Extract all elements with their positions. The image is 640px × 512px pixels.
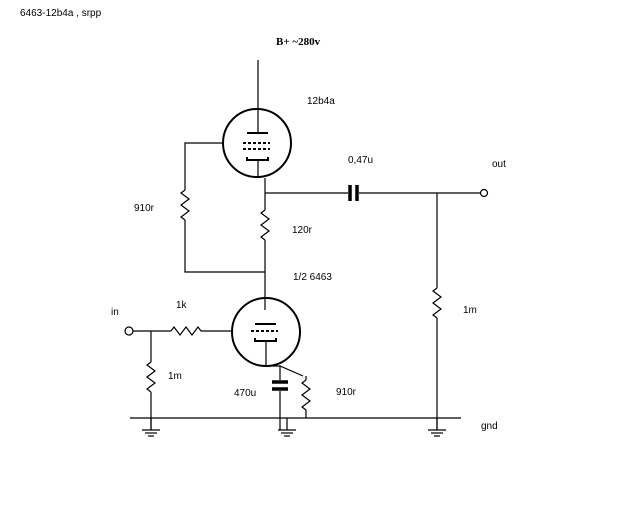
- upper-tube-cathode: [246, 157, 269, 161]
- cathode-resistor-label: 910r: [336, 387, 357, 398]
- upper-grid-wire: [184, 142, 222, 190]
- lower-tube-label: 1/2 6463: [293, 272, 332, 283]
- grid-stopper-label: 1k: [176, 300, 188, 311]
- diagram-title: 6463-12b4a , srpp: [20, 8, 102, 19]
- plate-resistor-label: 120r: [292, 225, 313, 236]
- cathode-cap-label: 470u: [234, 388, 256, 399]
- ground-symbol-output: [428, 418, 446, 437]
- lower-tube: [231, 297, 301, 367]
- cathode-node-wire: [266, 365, 304, 377]
- grid-stopper-resistor: [170, 326, 202, 336]
- plate-resistor: [260, 209, 270, 241]
- output-load-resistor: [432, 287, 442, 319]
- input-label: in: [111, 307, 119, 318]
- lower-tube-cathode: [254, 338, 277, 342]
- supply-label: B+ ~280v: [276, 36, 321, 48]
- ground-symbol-cathode: [278, 418, 296, 437]
- output-load-label: 1m: [463, 305, 477, 316]
- out-cap-label: 0,47u: [348, 155, 373, 166]
- cathode-resistor: [301, 379, 311, 411]
- ground-label: gnd: [481, 421, 498, 432]
- input-resistor-label: 1m: [168, 371, 182, 382]
- upper-tube-envelope: [222, 108, 292, 178]
- upper-tube: [222, 108, 292, 178]
- grid-resistor-upper: [180, 189, 190, 221]
- grid-return-wire: [184, 220, 265, 273]
- input-terminal: [124, 326, 134, 336]
- ground-symbol-input: [142, 418, 160, 437]
- upper-tube-label: 12b4a: [307, 96, 335, 107]
- output-label: out: [492, 159, 506, 170]
- grid-resistor-upper-label: 910r: [134, 203, 155, 214]
- output-terminal: [479, 188, 489, 198]
- input-resistor: [146, 361, 156, 393]
